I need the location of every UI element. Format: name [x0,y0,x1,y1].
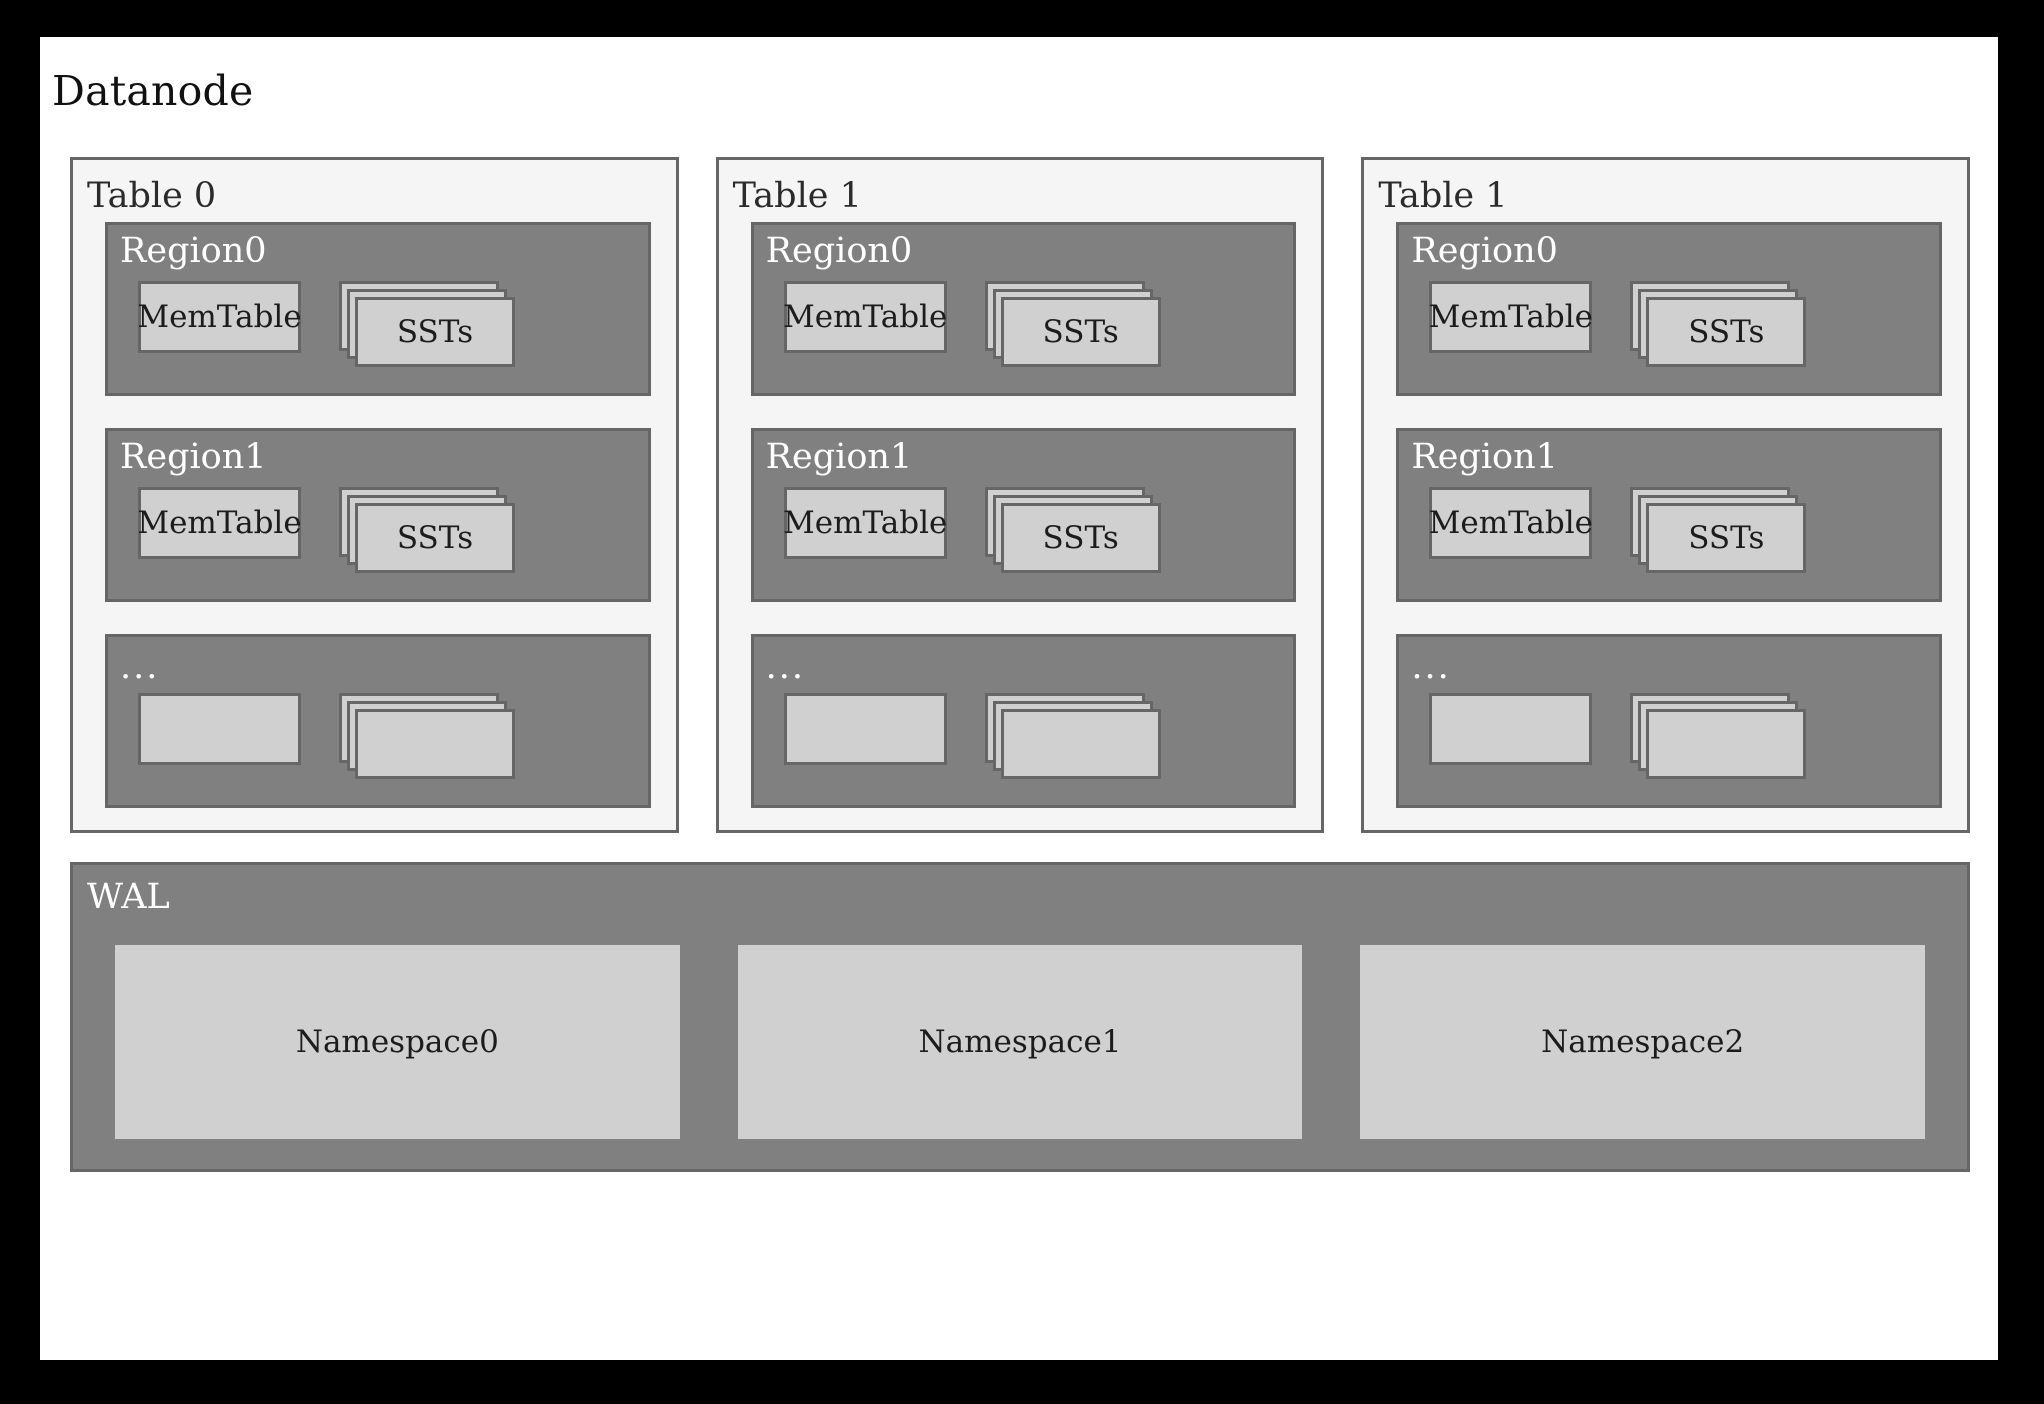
sst-layer-front: SSTs [1646,503,1807,573]
memtable-box[interactable]: MemTable [1429,281,1593,353]
region-panel-0[interactable]: Region0 MemTable SSTs [750,222,1297,396]
region-title: Region0 [765,231,913,271]
region-body: MemTable SSTs [1429,281,1925,379]
region-panel-more[interactable]: ... [105,634,651,808]
sst-layer-front: SSTs [1000,297,1161,367]
memtable-box[interactable]: MemTable [783,281,947,353]
region-panel-more[interactable]: ... [750,634,1297,808]
region-title: Region1 [765,437,913,477]
region-body [1429,693,1925,791]
memtable-box-placeholder[interactable] [783,693,947,765]
sst-stack-placeholder[interactable] [984,693,1161,781]
page-title: Datanode [52,67,254,115]
sst-layer-front [355,709,515,779]
region-title: Region1 [120,437,267,477]
region-body [783,693,1280,791]
region-title: Region0 [1411,231,1558,271]
region-body: MemTable SSTs [783,281,1280,379]
region-ellipsis-label: ... [1411,647,1451,687]
memtable-box-placeholder[interactable] [138,693,301,765]
diagram-canvas: Datanode Table 0 Region0 MemTable SSTs [40,37,1998,1360]
wal-title: WAL [87,877,170,917]
region-panel-0[interactable]: Region0 MemTable SSTs [105,222,651,396]
region-panel-1[interactable]: Region1 MemTable SSTs [1396,428,1943,602]
sst-stack[interactable]: SSTs [1630,281,1807,369]
sst-stack-placeholder[interactable] [1630,693,1807,781]
sst-stack[interactable]: SSTs [339,281,515,369]
sst-stack[interactable]: SSTs [984,281,1161,369]
regions-wrap: Region0 MemTable SSTs Region1 MemTable [105,222,651,808]
sst-stack-placeholder[interactable] [339,693,515,781]
sst-stack[interactable]: SSTs [339,487,515,575]
sst-layer-front: SSTs [1646,297,1807,367]
region-body: MemTable SSTs [1429,487,1925,585]
region-body: MemTable SSTs [137,487,634,585]
tables-row: Table 0 Region0 MemTable SSTs Region1 [70,157,1971,833]
region-panel-1[interactable]: Region1 MemTable SSTs [105,428,651,602]
wal-panel[interactable]: WAL Namespace0 Namespace1 Namespace2 [70,862,1970,1172]
region-panel-0[interactable]: Region0 MemTable SSTs [1396,222,1943,396]
region-panel-1[interactable]: Region1 MemTable SSTs [750,428,1297,602]
sst-layer-front [1646,709,1807,779]
namespace-box-1[interactable]: Namespace1 [737,945,1303,1139]
region-body: MemTable SSTs [783,487,1280,585]
region-title: Region0 [120,231,267,271]
sst-layer-front [1000,709,1161,779]
regions-wrap: Region0 MemTable SSTs Region1 MemTable [750,222,1297,808]
table-title: Table 0 [87,176,217,216]
region-body: MemTable SSTs [137,281,634,379]
table-panel-1[interactable]: Table 1 Region0 MemTable SSTs Region1 [715,157,1325,833]
sst-stack[interactable]: SSTs [984,487,1161,575]
table-panel-0[interactable]: Table 0 Region0 MemTable SSTs Region1 [70,157,679,833]
memtable-box[interactable]: MemTable [137,281,302,353]
sst-layer-front: SSTs [355,297,515,367]
region-panel-more[interactable]: ... [1396,634,1943,808]
sst-layer-front: SSTs [1000,503,1161,573]
namespace-box-0[interactable]: Namespace0 [115,945,680,1139]
region-body [138,693,634,791]
region-ellipsis-label: ... [765,647,806,687]
namespace-box-2[interactable]: Namespace2 [1360,945,1926,1139]
table-title: Table 1 [732,176,862,216]
memtable-box-placeholder[interactable] [1429,693,1593,765]
table-panel-2[interactable]: Table 1 Region0 MemTable SSTs Region1 [1361,157,1971,833]
memtable-box[interactable]: MemTable [783,487,947,559]
region-ellipsis-label: ... [120,647,160,687]
sst-layer-front: SSTs [355,503,515,573]
memtable-box[interactable]: MemTable [137,487,302,559]
regions-wrap: Region0 MemTable SSTs Region1 MemTable [1396,222,1943,808]
sst-stack[interactable]: SSTs [1630,487,1807,575]
namespaces-row: Namespace0 Namespace1 Namespace2 [115,945,1926,1139]
table-title: Table 1 [1378,176,1508,216]
region-title: Region1 [1411,437,1558,477]
memtable-box[interactable]: MemTable [1429,487,1593,559]
